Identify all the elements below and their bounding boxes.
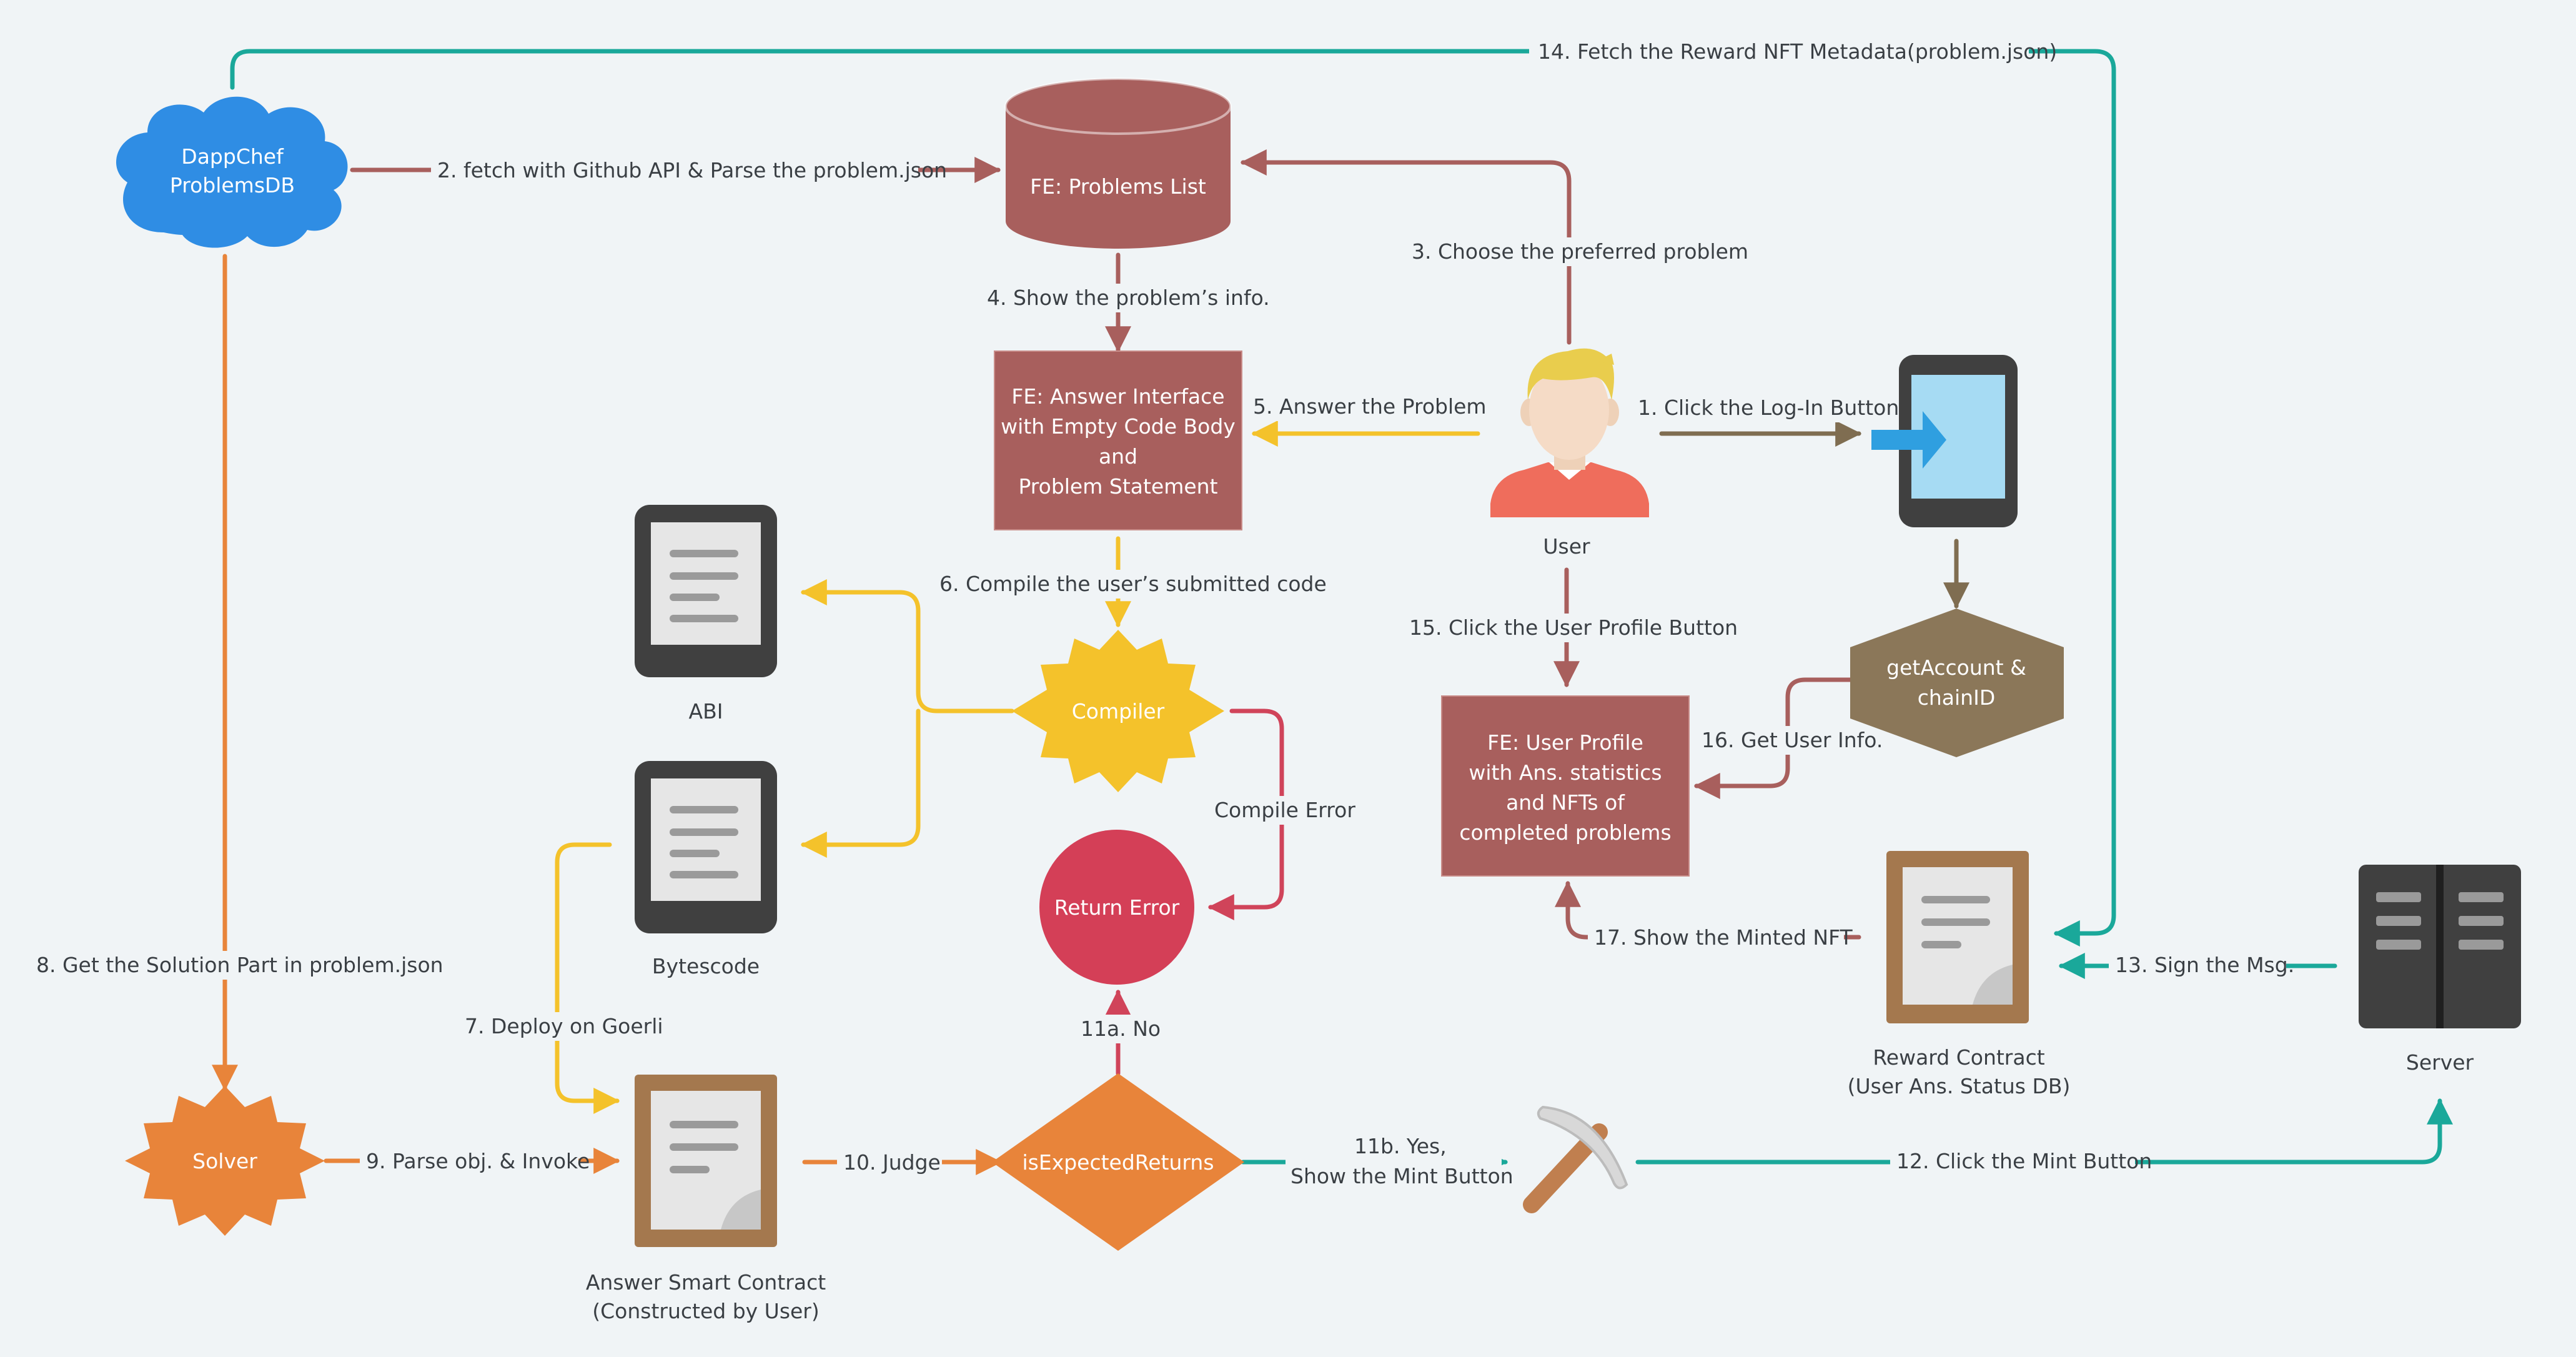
reward-contract-line-1: Reward Contract <box>1873 1045 2044 1070</box>
edge-7-line <box>555 842 620 1114</box>
edge-12-label: 12. Click the Mint Button <box>1896 1149 2152 1173</box>
edge-9-label: 9. Parse obj. & Invoke <box>366 1149 590 1173</box>
user-profile-line-2: with Ans. statistics <box>1469 760 1662 785</box>
dappchef-cloud-node: DappChef ProblemsDB <box>116 96 348 248</box>
edge-12-line <box>1635 1098 2453 1165</box>
return-error-label: Return Error <box>1054 895 1180 920</box>
user-profile-line-3: and NFTs of <box>1506 790 1625 815</box>
solver-node: Solver <box>125 1086 325 1236</box>
document-lines-icon <box>670 806 738 878</box>
answer-interface-line-3: and <box>1099 444 1137 469</box>
answer-interface-line-2: with Empty Code Body <box>1001 414 1236 439</box>
bytescode-node: Bytescode <box>635 761 777 978</box>
dappchef-line-1: DappChef <box>181 144 284 169</box>
get-account-line-2: chainID <box>1918 685 1996 710</box>
user-avatar-icon <box>1490 462 1649 517</box>
edge-3-line <box>1240 149 1572 345</box>
edge-5-label: 5. Answer the Problem <box>1253 394 1487 419</box>
answer-interface-node: FE: Answer Interface with Empty Code Bod… <box>994 350 1242 530</box>
compiler-node: Compiler <box>1012 630 1224 792</box>
edge-compiler-bytes <box>800 708 921 858</box>
compiler-label: Compiler <box>1072 699 1165 723</box>
document-lines-icon <box>1921 896 1990 948</box>
edge-15-label: 15. Click the User Profile Button <box>1409 615 1738 640</box>
reward-contract-line-2: (User Ans. Status DB) <box>1848 1074 2071 1098</box>
answer-interface-line-1: FE: Answer Interface <box>1011 384 1224 409</box>
is-expected-label: isExpectedReturns <box>1022 1150 1214 1175</box>
answer-interface-line-4: Problem Statement <box>1018 474 1217 499</box>
edge-2-label: 2. fetch with Github API & Parse the pro… <box>437 158 947 182</box>
abi-label: ABI <box>689 699 723 723</box>
user-profile-line-4: completed problems <box>1459 820 1671 845</box>
user-profile-node: FE: User Profile with Ans. statistics an… <box>1441 695 1690 877</box>
edge-16-label: 16. Get User Info. <box>1702 728 1883 752</box>
is-expected-node: isExpectedReturns <box>992 1073 1244 1251</box>
return-error-node: Return Error <box>1039 830 1194 985</box>
edge-11b-label-2: Show the Mint Button <box>1290 1164 1513 1188</box>
edge-14-label: 14. Fetch the Reward NFT Metadata(proble… <box>1538 39 2057 64</box>
problems-list-node: FE: Problems List <box>1004 77 1232 249</box>
answer-contract-node: Answer Smart Contract (Constructed by Us… <box>586 1075 826 1323</box>
document-lines-icon <box>670 550 738 622</box>
edge-6-label: 6. Compile the user’s submitted code <box>939 572 1327 596</box>
reward-contract-node: Reward Contract (User Ans. Status DB) <box>1848 851 2071 1098</box>
edge-11a-label: 11a. No <box>1081 1017 1161 1041</box>
answer-contract-line-1: Answer Smart Contract <box>586 1270 826 1295</box>
user-node: User <box>1490 348 1649 559</box>
edge-10-label: 10. Judge <box>843 1150 941 1175</box>
edge-8-label: 8. Get the Solution Part in problem.json <box>36 953 443 977</box>
edge-11b-label-1: 11b. Yes, <box>1354 1134 1447 1158</box>
edge-compiler-abi <box>800 579 1014 713</box>
edge-7-label: 7. Deploy on Goerli <box>465 1014 663 1038</box>
server-node: Server <box>2359 865 2521 1075</box>
user-label: User <box>1543 534 1590 559</box>
pickaxe-icon <box>1523 1105 1628 1213</box>
edge-labels: 14. Fetch the Reward NFT Metadata(proble… <box>31 36 2294 1190</box>
bytescode-label: Bytescode <box>652 954 760 978</box>
edge-compile-error-label: Compile Error <box>1214 798 1355 822</box>
problems-list-label: FE: Problems List <box>1030 174 1206 199</box>
edge-1-label: 1. Click the Log-In Button <box>1638 395 1899 420</box>
page-curl-icon <box>721 1190 761 1230</box>
page-curl-icon <box>1973 965 2013 1005</box>
edge-13-label: 13. Sign the Msg. <box>2115 953 2294 977</box>
dappchef-line-2: ProblemsDB <box>170 173 295 197</box>
answer-contract-line-2: (Constructed by User) <box>592 1299 820 1323</box>
server-label: Server <box>2406 1050 2474 1075</box>
login-device-node <box>1871 355 2018 527</box>
abi-node: ABI <box>635 505 777 723</box>
edge-17-line <box>1555 880 1861 940</box>
document-lines-icon <box>670 1121 738 1173</box>
get-account-node: getAccount & chainID <box>1850 609 2064 757</box>
edge-14-line <box>230 49 2116 947</box>
edge-4-label: 4. Show the problem’s info. <box>987 286 1270 310</box>
get-account-line-1: getAccount & <box>1886 655 2026 680</box>
edge-3-label: 3. Choose the preferred problem <box>1412 239 1748 264</box>
login-arrow-icon <box>1871 411 1946 469</box>
edge-17-label: 17. Show the Minted NFT <box>1594 925 1853 950</box>
solver-label: Solver <box>192 1149 257 1173</box>
user-profile-line-1: FE: User Profile <box>1487 730 1643 755</box>
server-rack-icon <box>2376 892 2504 950</box>
